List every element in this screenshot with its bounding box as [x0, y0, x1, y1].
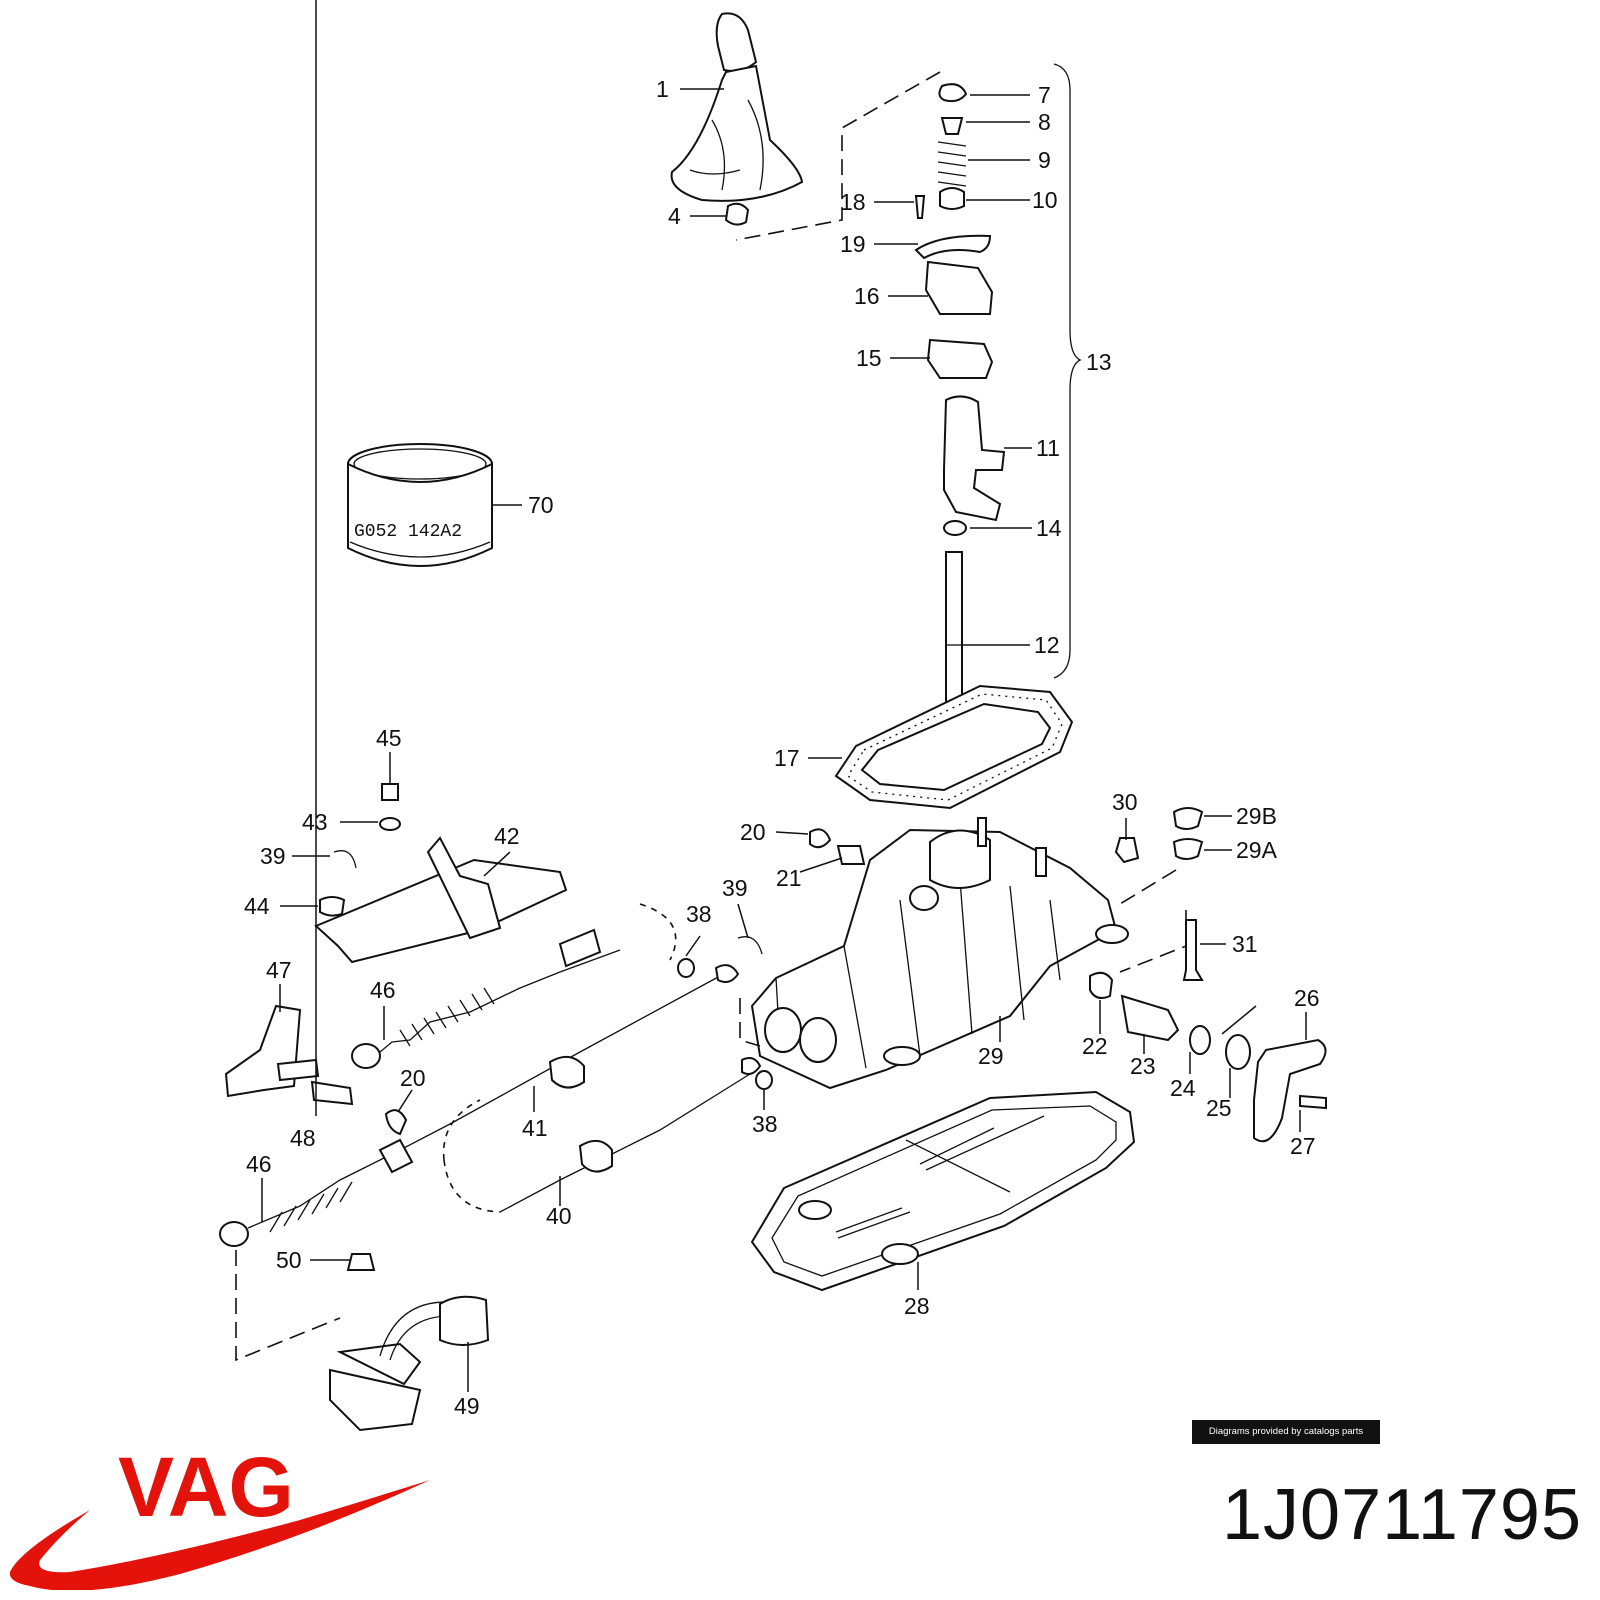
- callout-17: 17: [774, 745, 800, 771]
- callout-4: 4: [668, 203, 681, 229]
- ring-stamp-text: G052 142A2: [354, 522, 462, 542]
- callout-20-lower: 20: [400, 1065, 426, 1091]
- callout-42: 42: [494, 823, 520, 849]
- callout-29a: 29A: [1236, 837, 1278, 863]
- callout-31: 31: [1232, 931, 1258, 957]
- logo-wordmark: VAG: [118, 1440, 294, 1534]
- callout-19: 19: [840, 231, 866, 257]
- callout-23: 23: [1130, 1053, 1156, 1079]
- callout-39-right: 39: [722, 875, 748, 901]
- housing-dashed-links: [739, 869, 1187, 1047]
- gasket-plate: [834, 684, 1074, 810]
- callout-7: 7: [1038, 82, 1051, 108]
- callout-48: 48: [290, 1125, 316, 1151]
- callout-30: 30: [1112, 789, 1138, 815]
- callout-11: 11: [1036, 435, 1060, 461]
- shift-cables: [219, 903, 773, 1247]
- callout-39-left: 39: [260, 843, 286, 869]
- gear-knob-boot: [670, 12, 804, 226]
- callout-20-upper: 20: [740, 819, 766, 845]
- part-number: 1J0711795: [1222, 1475, 1582, 1555]
- shift-lever-assembly: [914, 83, 1006, 782]
- callout-26: 26: [1294, 985, 1320, 1011]
- callout-29: 29: [978, 1043, 1004, 1069]
- callout-16: 16: [854, 283, 880, 309]
- callout-49: 49: [454, 1393, 480, 1419]
- base-plate: [750, 1090, 1136, 1292]
- callout-29b: 29B: [1236, 803, 1277, 829]
- callout-41: 41: [522, 1115, 548, 1141]
- callout-labels: 1 4 7 8 9 10 18 19 16 15 13 11 14 12 70 …: [244, 76, 1320, 1419]
- vag-logo: VAG: [9, 1440, 430, 1590]
- leader-lines: [261, 0, 1307, 1392]
- callout-44: 44: [244, 893, 270, 919]
- diagram-credit-badge: Diagrams provided by catalogs parts: [1192, 1420, 1380, 1444]
- callout-46-upper: 46: [370, 977, 396, 1003]
- bracket-13: [1053, 63, 1082, 679]
- callout-47: 47: [266, 957, 292, 983]
- cable-bracket: [235, 1250, 490, 1432]
- knob-boundary-dashed: [735, 71, 941, 241]
- sealing-ring: [347, 443, 493, 567]
- callout-10: 10: [1032, 187, 1058, 213]
- callout-24: 24: [1170, 1075, 1196, 1101]
- callout-1: 1: [656, 76, 669, 102]
- callout-18: 18: [840, 189, 866, 215]
- callout-25: 25: [1206, 1095, 1232, 1121]
- left-bracket-assembly: [314, 783, 568, 964]
- callout-50: 50: [276, 1247, 302, 1273]
- callout-13: 13: [1086, 349, 1112, 375]
- callout-38-upper: 38: [686, 901, 712, 927]
- callout-70: 70: [528, 492, 554, 518]
- callout-38-lower: 38: [752, 1111, 778, 1137]
- callout-40: 40: [546, 1203, 572, 1229]
- callout-43: 43: [302, 809, 328, 835]
- callout-21: 21: [776, 865, 802, 891]
- callout-22: 22: [1082, 1033, 1108, 1059]
- selector-housing: [750, 817, 1129, 1090]
- callout-9: 9: [1038, 147, 1051, 173]
- callout-46-lower: 46: [246, 1151, 272, 1177]
- callout-15: 15: [856, 345, 882, 371]
- logo-swoosh: [9, 1480, 430, 1590]
- callout-28: 28: [904, 1293, 930, 1319]
- callout-14: 14: [1036, 515, 1062, 541]
- callout-12: 12: [1034, 632, 1060, 658]
- callout-8: 8: [1038, 109, 1051, 135]
- callout-27: 27: [1290, 1133, 1316, 1159]
- callout-45: 45: [376, 725, 402, 751]
